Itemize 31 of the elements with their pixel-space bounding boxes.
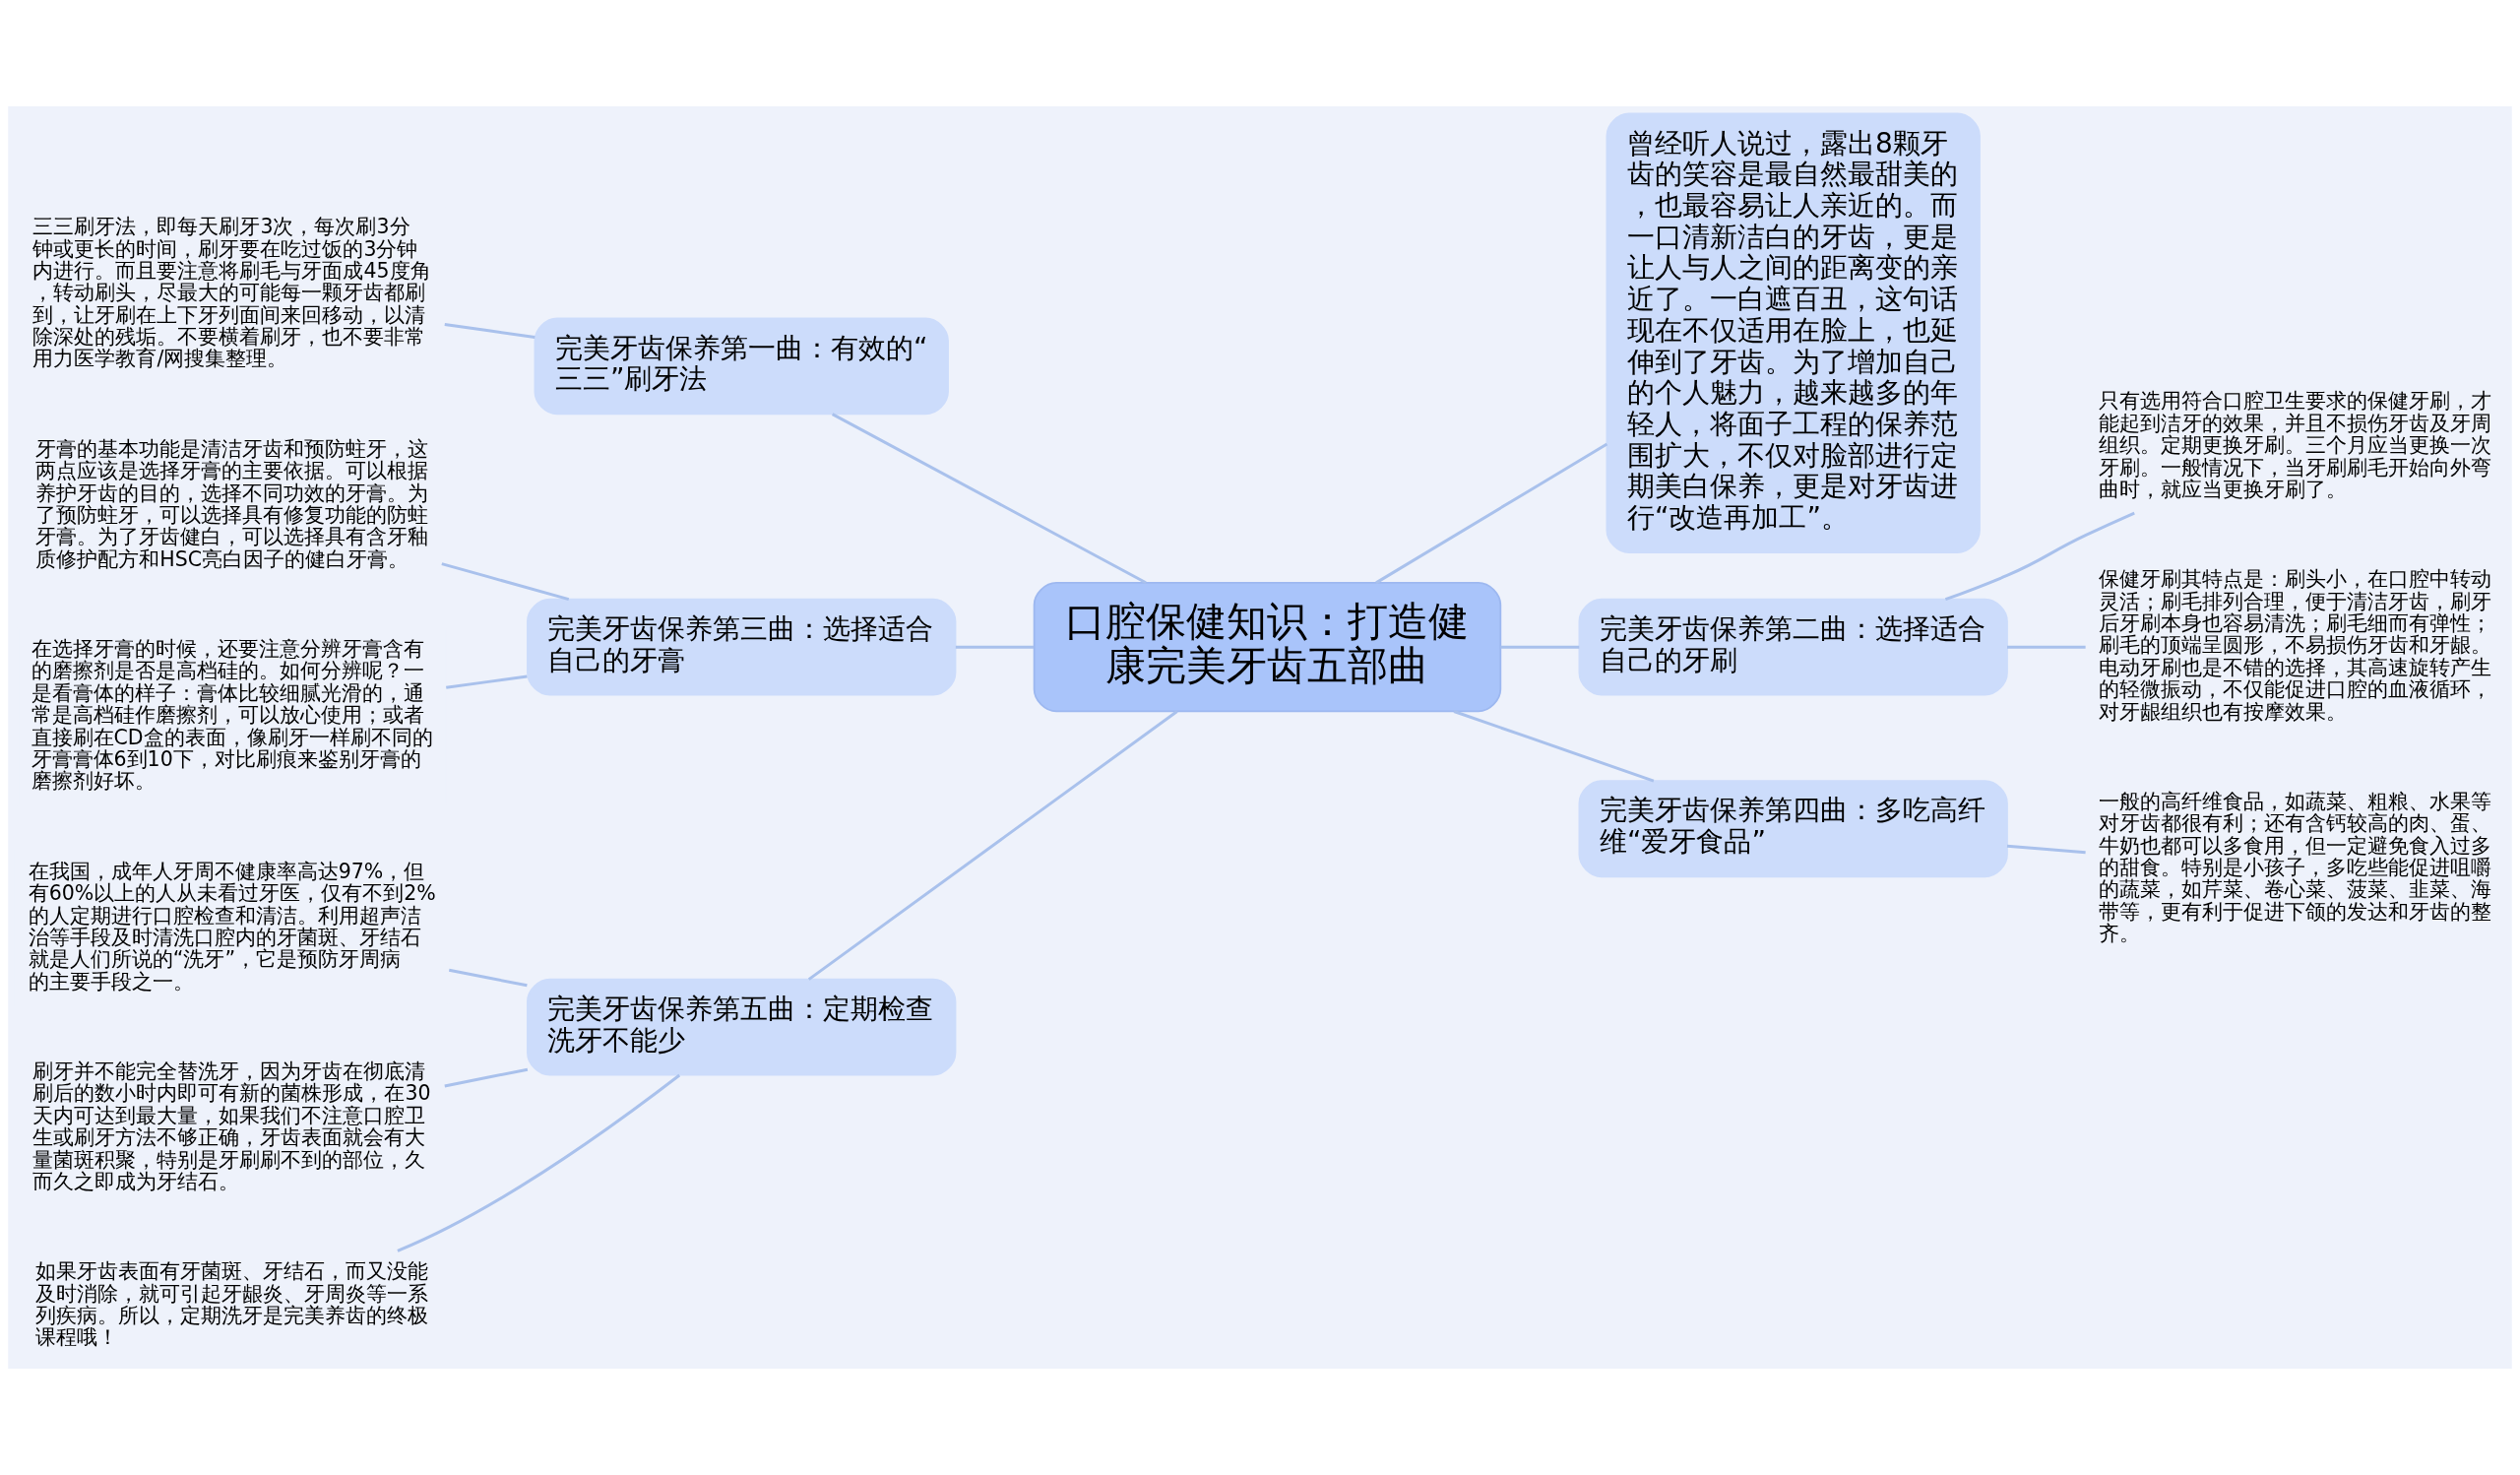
connector [1944, 511, 2135, 602]
node-box: 完美牙齿保养第一曲：有效的“三三”刷牙法 [534, 317, 949, 416]
connector [807, 710, 1178, 981]
connector [446, 674, 528, 689]
node-text: 只有选用符合口腔卫生要求的保健牙刷，才能起到洁牙的效果，并且不损伤牙齿及牙周组织。定期更换牙刷。三个月应当更换一次牙刷。一般情况下，当牙刷刷毛开始向外弯曲时，就应当更换牙刷了。 [2099, 389, 2492, 501]
connector [2007, 645, 2086, 649]
connector [1500, 645, 1580, 649]
connector [2006, 844, 2086, 855]
connector [444, 323, 536, 339]
node-text: 牙膏的基本功能是清洁牙齿和预防蛀牙，这两点应该是选择牙膏的主要依据。可以根据养护牙齿的目的，选择不同功效的牙膏。为了预防蛀牙，可以选择具有修复功能的防蛀牙膏。为了牙齿健白，可以选择具有含牙釉质修护配方和HSC亮白因子的健白牙膏。 [35, 436, 429, 571]
node-text: 在选择牙膏的时候，还要注意分辨牙膏含有的磨擦剂是否是高档硅的。如何分辨呢？一是看膏体的样子：膏体比较细腻光滑的，通常是高档硅作磨擦剂，可以放心使用；或者直接刷在CD盒的表面，像刷牙一样刷不同的牙膏膏体6到10下，对比刷痕来鉴别牙膏的磨擦剂好坏。 [31, 637, 433, 794]
connector [955, 645, 1035, 649]
connector [444, 1067, 529, 1088]
connector [1375, 442, 1608, 585]
node-box: 完美牙齿保养第三曲：选择适合自己的牙膏 [527, 598, 957, 696]
connector [1453, 710, 1655, 783]
connector [397, 1073, 681, 1252]
node-box: 完美牙齿保养第二曲：选择适合自己的牙刷 [1578, 598, 2008, 696]
node-text: 如果牙齿表面有牙菌斑、牙结石，而又没能及时消除，就可引起牙龈炎、牙周炎等一系列疾病。所以，定期洗牙是完美养齿的终极课程哦！ [35, 1259, 429, 1350]
node-text: 一般的高纤维食品，如蔬菜、粗粮、水果等对牙齿都很有利；还有含钙较高的肉、蛋、牛奶也都可以多食用，但一定避免食入过多的甜食。特别是小孩子，多吃些能促进咀嚼的蔬菜，如芹菜、卷心菜、菠菜、韭菜、海带等，更有利于促进下颌的发达和牙齿的整齐。 [2099, 789, 2492, 946]
connector [448, 968, 528, 988]
node-box: 曾经听人说过，露出8颗牙齿的笑容是最自然最甜美的，也最容易让人亲近的。而一口清新洁白的牙齿，更是让人与人之间的距离变的亲近了。一白遮百丑，这句话现在不仅适用在脸上，也延伸到了牙齿。为了增加自己的个人魅力，越来越多的年轻人，将面子工程的保养范围扩大，不仅对脸部进行定期美白保养，更是对牙齿进行“改造再加工”。 [1606, 112, 1981, 554]
node-box: 完美牙齿保养第五曲：定期检查洗牙不能少 [527, 978, 957, 1076]
node-box: 口腔保健知识：打造健康完美牙齿五部曲 [1033, 581, 1502, 713]
node-text: 三三刷牙法，即每天刷牙3次，每次刷3分钟或更长的时间，刷牙要在吃过饭的3分钟内进行。而且要注意将刷毛与牙面成45度角，转动刷头，尽最大的可能每一颗牙齿都刷到，让牙刷在上下牙列面间来回移动，以清除深处的残垢。不要横着刷牙，也不要非常用力医学教育/网搜集整理。 [32, 215, 431, 371]
node-text: 刷牙并不能完全替洗牙，因为牙齿在彻底清刷后的数小时内即可有新的菌株形成，在30天内可达到最大量，如果我们不注意口腔卫生或刷牙方法不够正确，牙齿表面就会有大量菌斑积聚，特别是牙刷刷不到的部位，久而久之即成为牙结石。 [32, 1059, 431, 1193]
connector [441, 562, 570, 602]
node-text: 保健牙刷其特点是：刷头小，在口腔中转动灵活；刷毛排列合理，便于清洁牙齿，刷牙后牙刷本身也容易清洗；刷毛细而有弹性；刷毛的顶端呈圆形，不易损伤牙齿和牙龈。电动牙刷也是不错的选择，其高速旋转产生的轻微振动，不仅能促进口腔的血液循环，对牙龈组织也有按摩效果。 [2099, 567, 2492, 724]
node-text: 在我国，成年人牙周不健康率高达97%，但有60%以上的人从未看过牙医，仅有不到2%的人定期进行口腔检查和清洁。利用超声洁治等手段及时清洗口腔内的牙菌斑、牙结石就是人们所说的“洗牙”，它是预防牙周病的主要手段之一。 [28, 859, 436, 994]
node-box: 完美牙齿保养第四曲：多吃高纤维“爱牙食品” [1578, 780, 2008, 878]
connector [831, 413, 1147, 585]
